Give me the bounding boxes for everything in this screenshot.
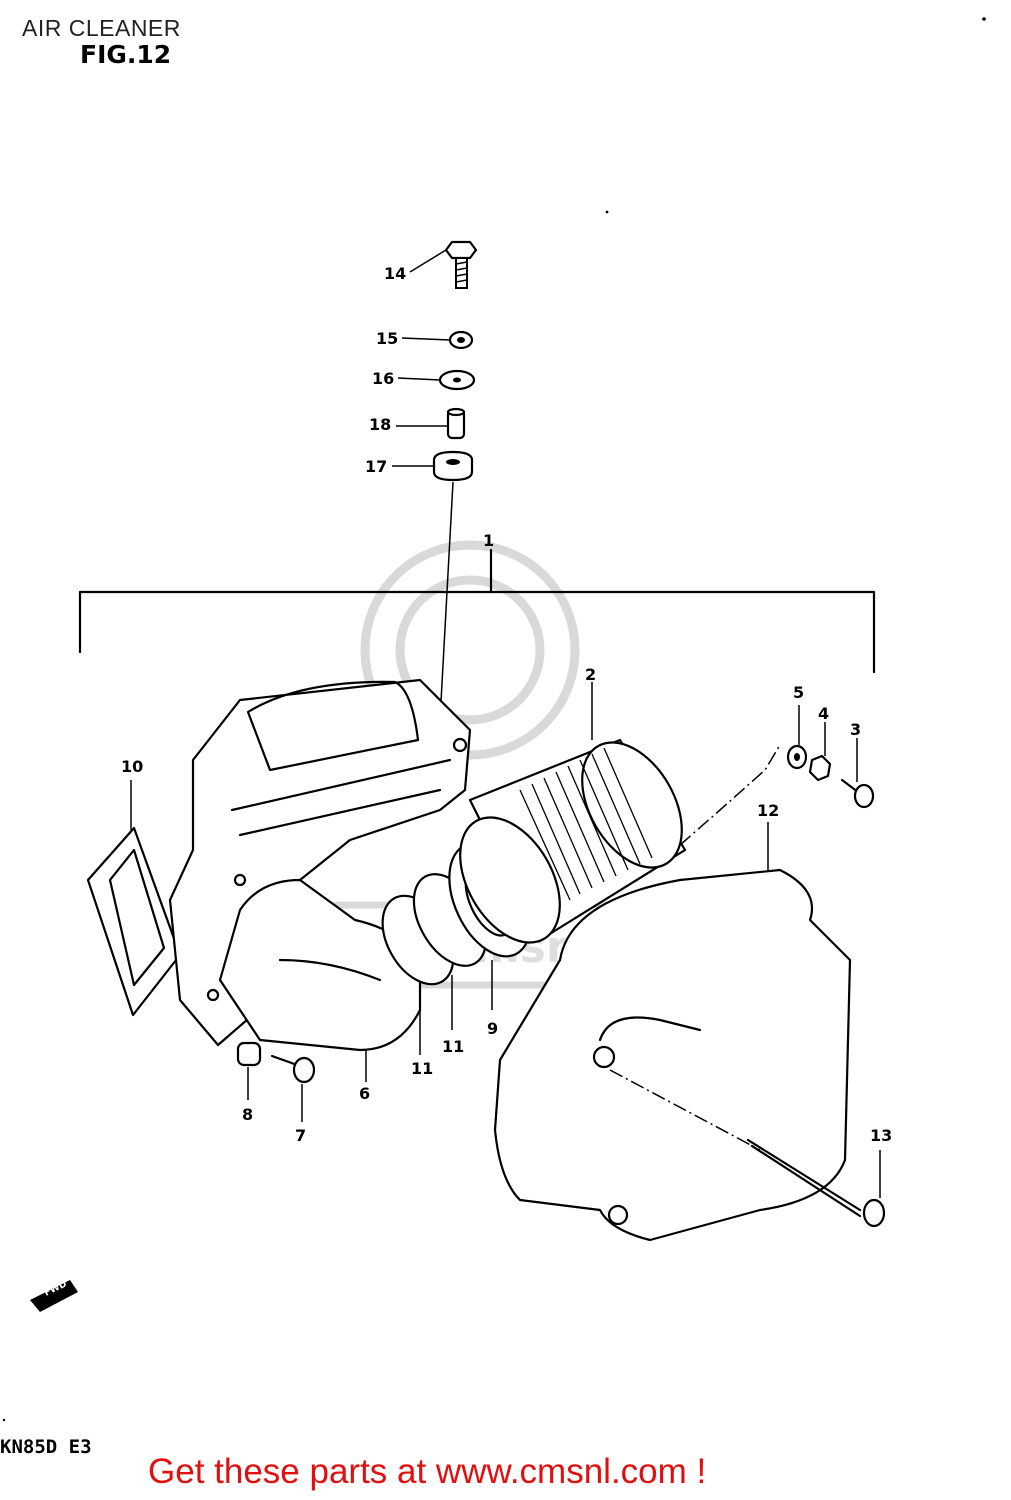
callout-11a: 11 bbox=[411, 1059, 433, 1078]
callout-5: 5 bbox=[793, 683, 804, 702]
gasket-10 bbox=[86, 780, 182, 1017]
grommet-17 bbox=[392, 450, 474, 721]
screw-3 bbox=[840, 738, 875, 809]
screw-7 bbox=[270, 1054, 316, 1122]
model-code: KN85D E3 bbox=[0, 1436, 92, 1458]
callout-16: 16 bbox=[372, 369, 394, 388]
washer-5 bbox=[786, 705, 808, 770]
callout-1: 1 bbox=[483, 531, 494, 550]
footer-parts-link[interactable]: Get these parts at www.cmsnl.com ! bbox=[148, 1452, 707, 1491]
callout-7: 7 bbox=[295, 1126, 306, 1145]
nut-4 bbox=[808, 722, 832, 782]
long-bolt-13 bbox=[746, 1138, 886, 1228]
callout-12: 12 bbox=[757, 801, 779, 820]
filter-element-2 bbox=[459, 682, 781, 944]
callout-9: 9 bbox=[487, 1019, 498, 1038]
callout-3: 3 bbox=[850, 720, 861, 739]
callout-8: 8 bbox=[242, 1105, 253, 1124]
bolt-14 bbox=[409, 240, 478, 289]
fwd-arrow-icon: FWD bbox=[30, 1279, 78, 1312]
callout-14: 14 bbox=[384, 264, 406, 283]
callout-11b: 11 bbox=[442, 1037, 464, 1056]
callout-17: 17 bbox=[365, 457, 387, 476]
callout-6: 6 bbox=[359, 1084, 370, 1103]
collar-18 bbox=[396, 407, 466, 440]
callout-18: 18 bbox=[369, 415, 391, 434]
callout-4: 4 bbox=[818, 704, 829, 723]
washer-16 bbox=[397, 369, 476, 391]
page-title: AIR CLEANER bbox=[22, 15, 181, 41]
callout-15: 15 bbox=[376, 329, 398, 348]
callout-10: 10 bbox=[121, 757, 143, 776]
collar-8 bbox=[236, 1041, 262, 1100]
assembly-bracket bbox=[78, 548, 876, 674]
nut-15 bbox=[401, 330, 474, 350]
callout-2: 2 bbox=[585, 665, 596, 684]
callout-labels: 1 2 3 4 5 6 7 8 9 10 11 11 12 13 14 15 1… bbox=[121, 264, 892, 1145]
callout-13: 13 bbox=[870, 1126, 892, 1145]
figure-number: FIG.12 bbox=[80, 40, 172, 69]
